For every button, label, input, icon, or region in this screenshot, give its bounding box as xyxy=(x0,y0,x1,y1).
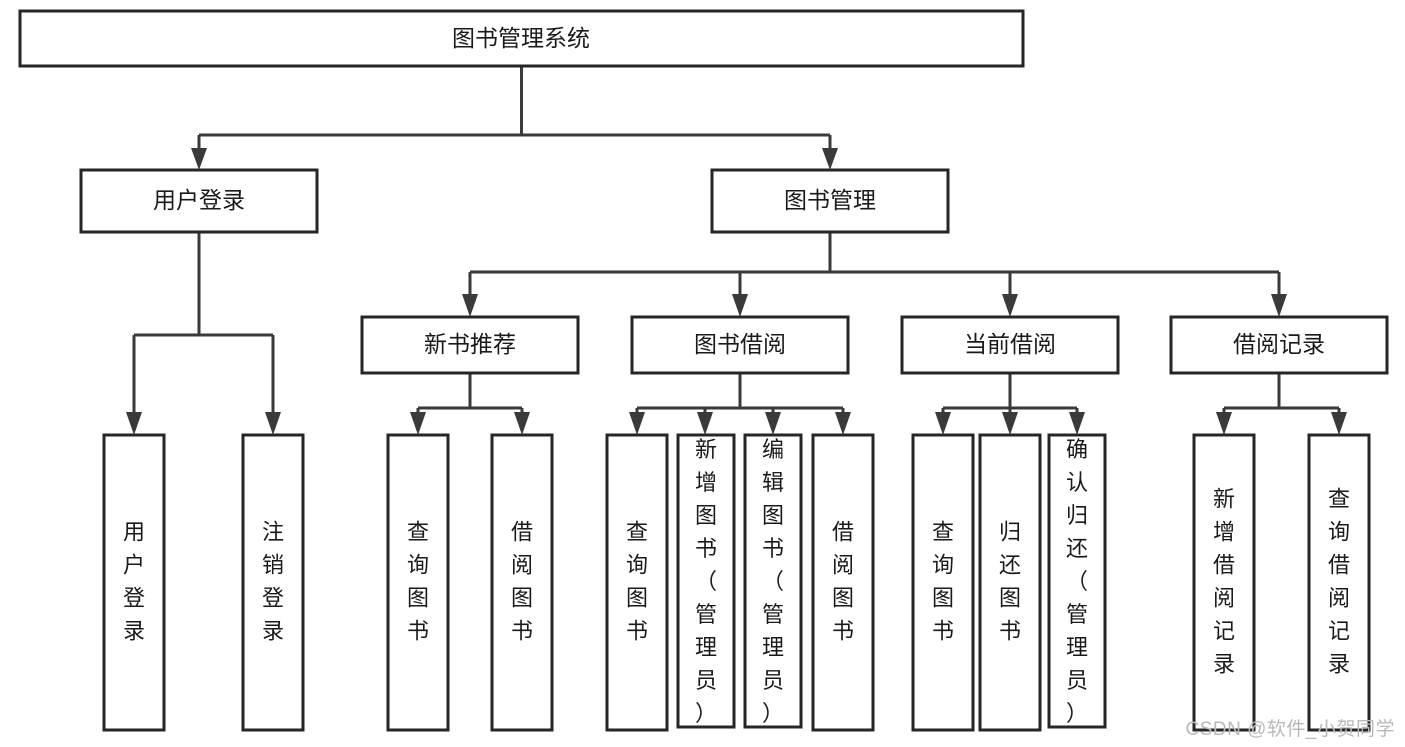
node-leaf-return-book-label: 归还图书 xyxy=(999,519,1021,643)
node-leaf-edit-book[interactable]: 编辑图书（管理员） xyxy=(743,433,803,729)
node-user-login-box[interactable] xyxy=(79,168,319,234)
arrow-to-borrow-record xyxy=(1271,294,1287,317)
node-book-management-box[interactable] xyxy=(710,168,950,234)
node-leaf-confirm-return-box[interactable] xyxy=(1047,433,1107,729)
node-book-management-label: 图书管理 xyxy=(784,187,876,213)
node-leaf-query-book-3-label: 查询图书 xyxy=(932,519,954,643)
node-book-borrow-box[interactable] xyxy=(630,315,850,375)
node-leaf-borrow-book-2[interactable]: 借阅图书 xyxy=(811,433,875,732)
node-leaf-user-login-label: 用户登录 xyxy=(123,519,145,643)
node-leaf-query-book-2-box[interactable] xyxy=(605,433,669,732)
node-root-label: 图书管理系统 xyxy=(452,25,590,51)
node-book-borrow[interactable]: 图书借阅 xyxy=(630,315,850,375)
node-borrow-record[interactable]: 借阅记录 xyxy=(1169,315,1389,375)
node-leaf-borrow-book-1[interactable]: 借阅图书 xyxy=(490,433,554,732)
node-leaf-logout-label: 注销登录 xyxy=(262,519,284,643)
node-leaf-return-book[interactable]: 归还图书 xyxy=(978,433,1042,732)
node-new-book-recommend[interactable]: 新书推荐 xyxy=(360,315,580,375)
node-new-book-recommend-box[interactable] xyxy=(360,315,580,375)
arrow-leaf-confirm-return xyxy=(1069,412,1085,435)
node-leaf-borrow-book-2-box[interactable] xyxy=(811,433,875,732)
node-leaf-query-book-3[interactable]: 查询图书 xyxy=(911,433,975,732)
node-current-borrow-box[interactable] xyxy=(900,315,1120,375)
node-leaf-return-book-box[interactable] xyxy=(978,433,1042,732)
node-leaf-query-book-3-box[interactable] xyxy=(911,433,975,732)
arrow-to-current-borrow xyxy=(1002,294,1018,317)
arrow-leaf-user-login xyxy=(126,412,142,435)
node-user-login-label: 用户登录 xyxy=(153,187,245,213)
node-book-management[interactable]: 图书管理 xyxy=(710,168,950,234)
node-leaf-query-book-2[interactable]: 查询图书 xyxy=(605,433,669,732)
node-leaf-query-record-label: 查询借阅记录 xyxy=(1328,486,1350,676)
arrow-leaf-query-book-3 xyxy=(935,412,951,435)
node-leaf-logout-box[interactable] xyxy=(241,433,305,732)
node-leaf-add-record-box[interactable] xyxy=(1192,433,1256,732)
node-user-login[interactable]: 用户登录 xyxy=(79,168,319,234)
node-leaf-user-login[interactable]: 用户登录 xyxy=(102,433,166,732)
arrow-leaf-edit-book xyxy=(765,412,781,435)
arrow-leaf-query-book-2 xyxy=(629,412,645,435)
node-leaf-query-book-1-label: 查询图书 xyxy=(407,519,429,643)
node-leaf-query-record[interactable]: 查询借阅记录 xyxy=(1307,433,1371,732)
node-root-box[interactable] xyxy=(18,9,1025,68)
node-borrow-record-box[interactable] xyxy=(1169,315,1389,375)
node-leaf-borrow-book-1-box[interactable] xyxy=(490,433,554,732)
node-leaf-add-book-label: 新增图书（管理员） xyxy=(695,437,717,726)
arrow-leaf-add-book xyxy=(697,412,713,435)
arrow-leaf-logout xyxy=(265,412,281,435)
node-leaf-user-login-box[interactable] xyxy=(102,433,166,732)
node-leaf-borrow-book-2-label: 借阅图书 xyxy=(832,519,854,643)
node-leaf-logout[interactable]: 注销登录 xyxy=(241,433,305,732)
node-leaf-add-record-label: 新增借阅记录 xyxy=(1213,486,1235,676)
node-leaf-add-book-box[interactable] xyxy=(676,433,736,729)
arrow-leaf-query-book-1 xyxy=(410,412,426,435)
node-current-borrow-label: 当前借阅 xyxy=(964,331,1056,357)
arrow-to-book-borrow xyxy=(732,294,748,317)
node-leaf-query-book-2-label: 查询图书 xyxy=(626,519,648,643)
node-leaf-query-record-box[interactable] xyxy=(1307,433,1371,732)
connector-layer xyxy=(126,66,1347,435)
node-new-book-recommend-label: 新书推荐 xyxy=(424,331,516,357)
node-leaf-confirm-return[interactable]: 确认归还（管理员） xyxy=(1047,433,1107,729)
node-leaf-query-book-1-box[interactable] xyxy=(386,433,450,732)
arrow-leaf-return-book xyxy=(1002,412,1018,435)
arrow-leaf-borrow-book-1 xyxy=(514,412,530,435)
arrow-leaf-query-record xyxy=(1331,412,1347,435)
node-leaf-add-record[interactable]: 新增借阅记录 xyxy=(1192,433,1256,732)
node-leaf-borrow-book-1-label: 借阅图书 xyxy=(511,519,533,643)
node-leaf-edit-book-box[interactable] xyxy=(743,433,803,729)
node-leaf-confirm-return-label: 确认归还（管理员） xyxy=(1066,437,1088,726)
node-current-borrow[interactable]: 当前借阅 xyxy=(900,315,1120,375)
node-book-borrow-label: 图书借阅 xyxy=(694,331,786,357)
node-leaf-query-book-1[interactable]: 查询图书 xyxy=(386,433,450,732)
node-leaf-edit-book-label: 编辑图书（管理员） xyxy=(762,437,784,726)
arrow-to-user-login xyxy=(191,148,207,170)
arrow-to-book-management xyxy=(822,148,838,170)
arrow-leaf-add-record xyxy=(1216,412,1232,435)
node-borrow-record-label: 借阅记录 xyxy=(1233,331,1325,357)
node-leaf-add-book[interactable]: 新增图书（管理员） xyxy=(676,433,736,729)
node-root[interactable]: 图书管理系统 xyxy=(18,9,1025,68)
arrow-to-new-book xyxy=(462,294,478,317)
arrow-leaf-borrow-book-2 xyxy=(835,412,851,435)
